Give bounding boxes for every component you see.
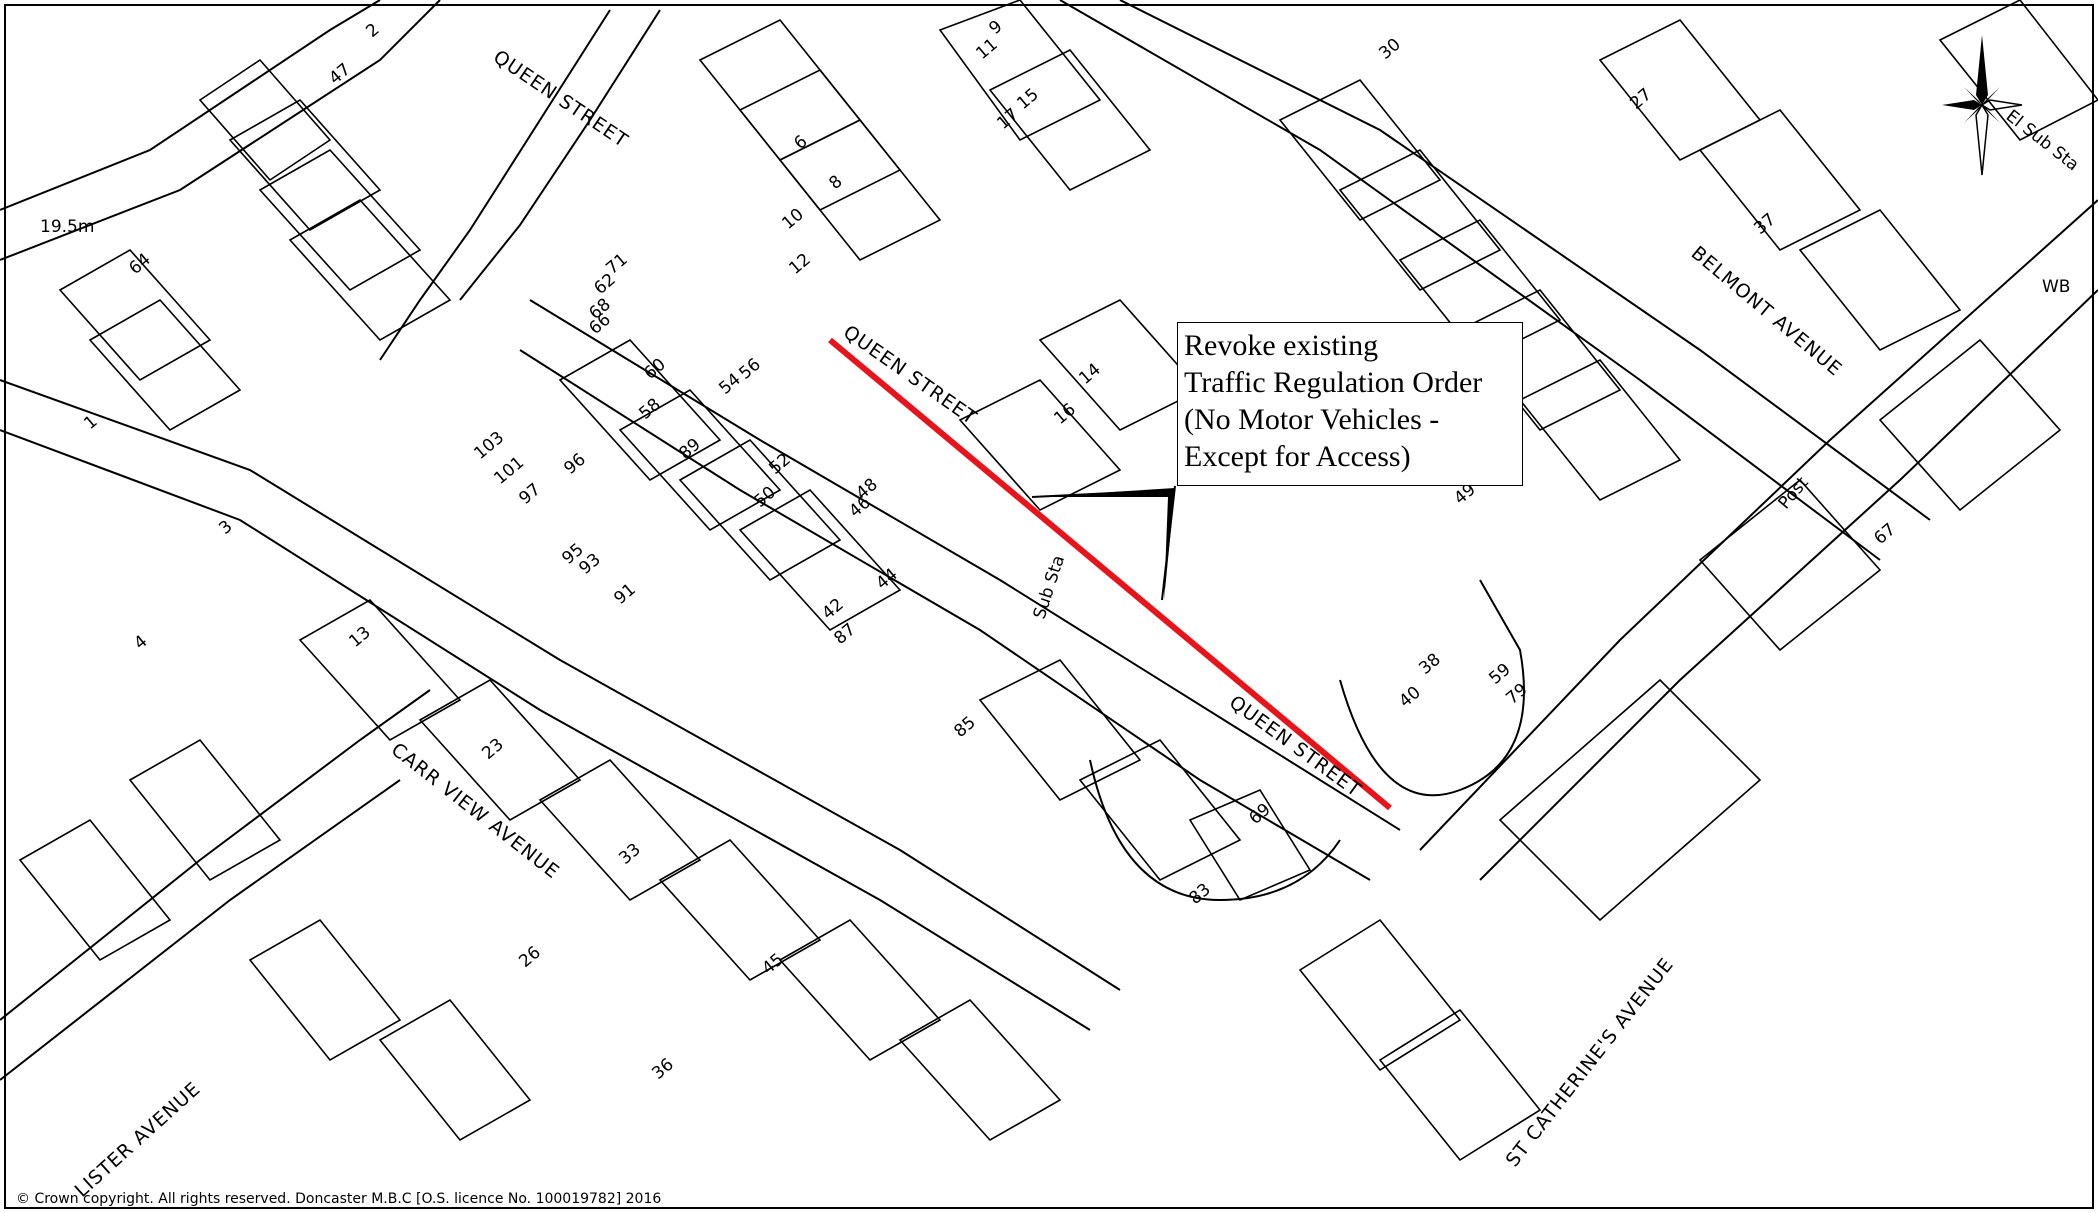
house-number: 42 bbox=[818, 595, 847, 624]
house-number: 67 bbox=[1870, 520, 1899, 549]
house-number: 10 bbox=[778, 205, 807, 234]
street-label-st-catherines-avenue: ST CATHERINE'S AVENUE bbox=[1502, 954, 1679, 1171]
house-number: 96 bbox=[560, 450, 589, 479]
house-number: 85 bbox=[950, 713, 979, 742]
house-number: 27 bbox=[1626, 85, 1655, 114]
street-label-queen-street-south: QUEEN STREET bbox=[1225, 691, 1365, 801]
house-number: 30 bbox=[1375, 35, 1404, 64]
house-number: 6 bbox=[790, 132, 811, 154]
callout-line-2: Traffic Regulation Order bbox=[1184, 366, 1483, 399]
house-number: 38 bbox=[1415, 650, 1444, 679]
house-number: 2 bbox=[362, 20, 383, 42]
house-number: 59 bbox=[1485, 660, 1514, 689]
house-number: 91 bbox=[610, 580, 639, 609]
house-number: 79 bbox=[1502, 680, 1531, 709]
house-number: 69 bbox=[1245, 800, 1274, 829]
house-number: 40 bbox=[1395, 683, 1424, 712]
house-number: 3 bbox=[215, 517, 236, 539]
house-number: 52 bbox=[765, 450, 794, 479]
house-number: 89 bbox=[675, 435, 704, 464]
callout-line-4: Except for Access) bbox=[1184, 440, 1411, 473]
street-label-queen-street-mid: QUEEN STREET bbox=[839, 321, 981, 429]
house-number: 37 bbox=[1750, 210, 1779, 239]
street-label-lister-avenue: LISTER AVENUE bbox=[71, 1078, 205, 1202]
house-number: 26 bbox=[515, 943, 544, 972]
house-number: 103 bbox=[470, 428, 508, 464]
label-sub-sta: Sub Sta bbox=[1030, 553, 1069, 622]
north-arrow-icon bbox=[1942, 35, 2023, 176]
house-number: 36 bbox=[648, 1055, 677, 1084]
house-number: 13 bbox=[345, 623, 374, 652]
house-number: 87 bbox=[830, 620, 859, 649]
house-number: 33 bbox=[615, 840, 644, 869]
label-post: Post bbox=[1775, 473, 1813, 513]
street-label-carr-view-avenue: CARR VIEW AVENUE bbox=[387, 739, 564, 884]
street-label-queen-street-north: QUEEN STREET bbox=[489, 46, 632, 152]
house-number: 12 bbox=[785, 250, 814, 279]
house-number: 101 bbox=[490, 453, 528, 489]
house-number: 97 bbox=[515, 480, 544, 509]
house-number: 8 bbox=[825, 172, 846, 194]
label-spot-height: 19.5m bbox=[40, 217, 94, 237]
house-number: 83 bbox=[1185, 880, 1214, 909]
house-number: 47 bbox=[325, 60, 354, 89]
house-number: 50 bbox=[750, 483, 779, 512]
callout-pointer bbox=[1031, 485, 1176, 601]
road-kerbs bbox=[0, 0, 2098, 1081]
house-number: 15 bbox=[1013, 85, 1042, 114]
copyright-notice: © Crown copyright. All rights reserved. … bbox=[16, 1191, 662, 1207]
callout-line-1: Revoke existing bbox=[1184, 329, 1379, 362]
house-number: 45 bbox=[758, 950, 787, 979]
label-el-sub-sta: El Sub Sta bbox=[2002, 106, 2082, 175]
callout-line-3: (No Motor Vehicles - bbox=[1184, 403, 1440, 436]
restriction-line bbox=[828, 337, 1392, 811]
house-number: 64 bbox=[125, 250, 154, 279]
callout-box: Revoke existing Traffic Regulation Order… bbox=[1177, 322, 1523, 486]
building-outlines bbox=[18, 0, 2098, 1162]
street-label-belmont-avenue: BELMONT AVENUE bbox=[1687, 242, 1846, 381]
house-number: 16 bbox=[1050, 400, 1079, 429]
label-wb: WB bbox=[2042, 277, 2070, 297]
house-number: 23 bbox=[478, 735, 507, 764]
house-number: 4 bbox=[130, 632, 151, 654]
